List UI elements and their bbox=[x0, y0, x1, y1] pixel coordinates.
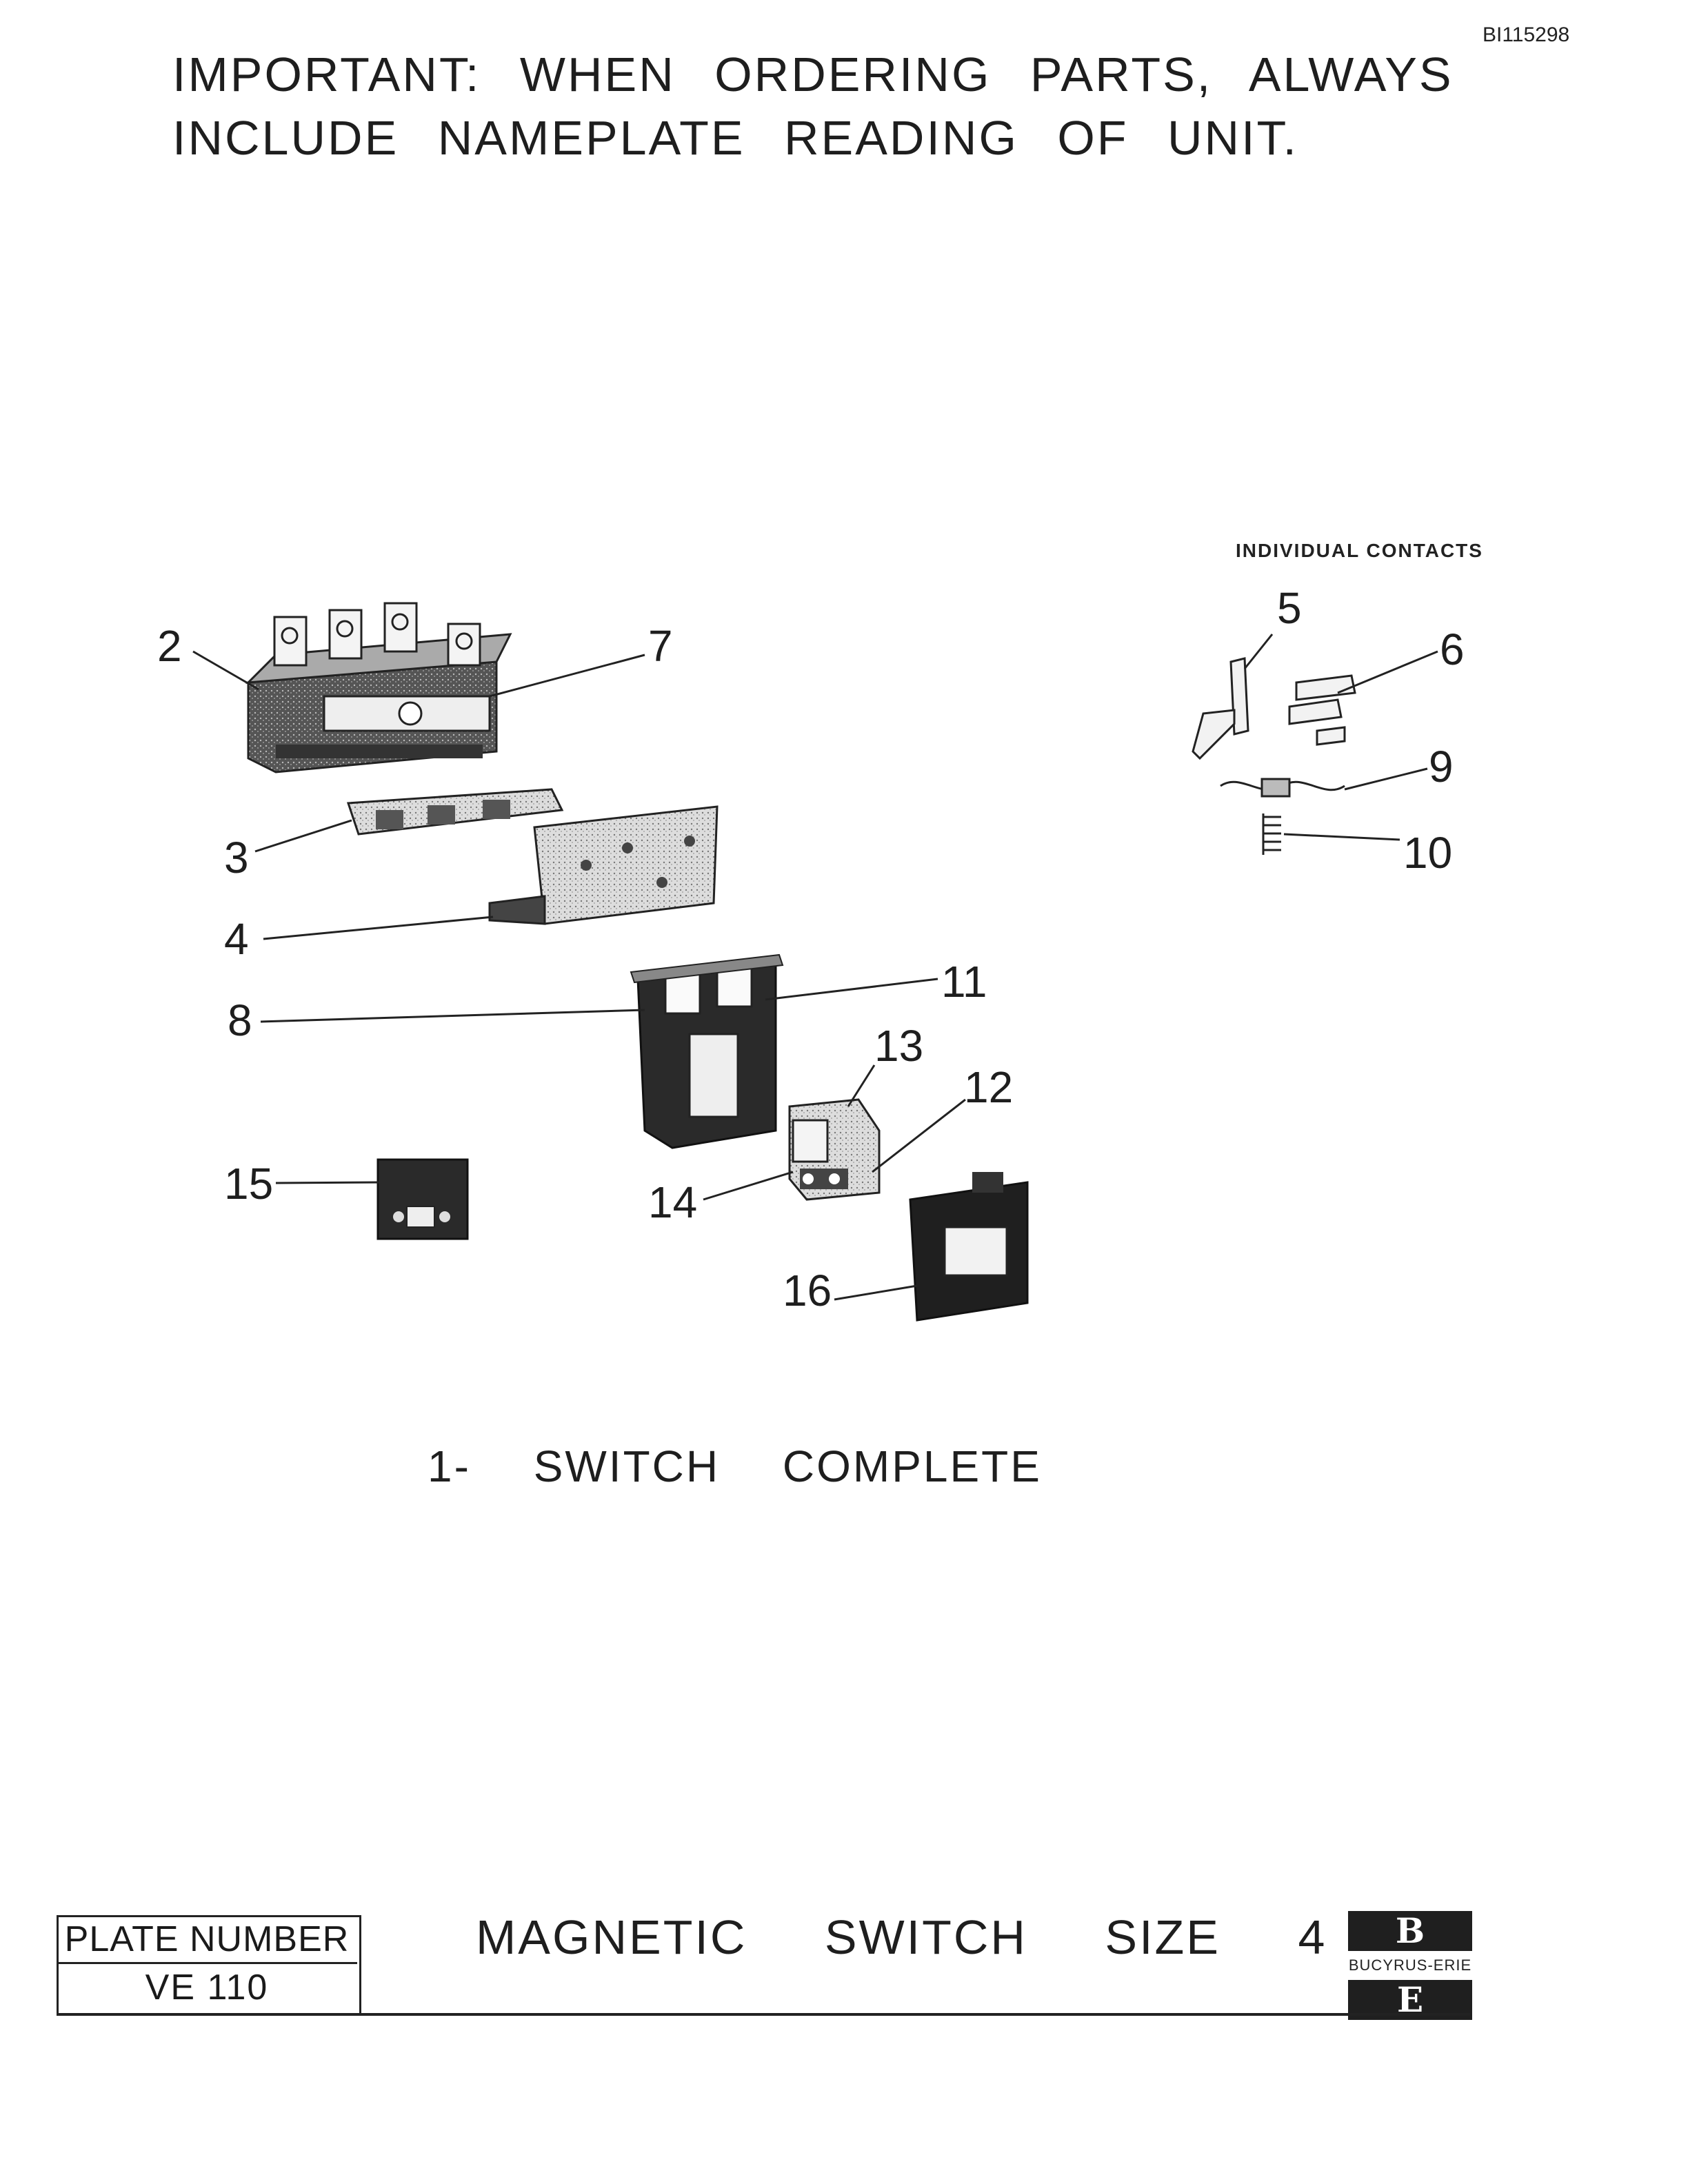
callout-4: 4 bbox=[224, 914, 249, 964]
logo-company-name: BUCYRUS-ERIE bbox=[1348, 1957, 1472, 1974]
logo-b-block: B bbox=[1348, 1911, 1472, 1951]
document-title: MAGNETIC SWITCH SIZE 4 bbox=[476, 1910, 1327, 1964]
callout-13: 13 bbox=[874, 1021, 924, 1071]
ordering-notice-line-2: INCLUDE NAMEPLATE READING OF UNIT. bbox=[172, 111, 1299, 165]
callout-3: 3 bbox=[224, 833, 249, 882]
callout-15: 15 bbox=[224, 1159, 274, 1209]
individual-contacts-heading: INDIVIDUAL CONTACTS bbox=[1236, 540, 1483, 561]
callout-8: 8 bbox=[228, 995, 252, 1045]
contact-block-assembly-icon bbox=[245, 602, 512, 774]
callout-2: 2 bbox=[157, 621, 182, 671]
document-id: BI115298 bbox=[1483, 23, 1570, 46]
callout-5: 5 bbox=[1277, 583, 1302, 633]
callout-14: 14 bbox=[648, 1177, 698, 1227]
arc-box-icon bbox=[488, 805, 719, 925]
callout-7: 7 bbox=[648, 621, 673, 671]
switch-complete-caption: 1- SWITCH COMPLETE bbox=[428, 1442, 1042, 1491]
bucyrus-erie-logo: B BUCYRUS-ERIE E bbox=[1348, 1911, 1472, 2020]
plate-box-divider bbox=[57, 1962, 357, 1964]
plate-number-label: PLATE NUMBER bbox=[64, 1919, 350, 1959]
overload-relay-icon bbox=[788, 1098, 881, 1201]
callout-16: 16 bbox=[783, 1266, 832, 1315]
leader-lines bbox=[192, 634, 1438, 1301]
plate-number-value: VE 110 bbox=[145, 1968, 269, 2008]
magnet-frame-icon bbox=[630, 953, 784, 1149]
individual-contact-parts-icon bbox=[1192, 657, 1356, 798]
ordering-notice: IMPORTANT: WHEN ORDERING PARTS, ALWAYS I… bbox=[172, 43, 1454, 170]
callout-11: 11 bbox=[941, 957, 987, 1007]
bottom-rule bbox=[57, 2013, 1470, 2016]
arc-hood-icon bbox=[346, 788, 564, 836]
contact-spring-icon bbox=[1262, 813, 1281, 855]
callout-9: 9 bbox=[1429, 742, 1454, 791]
operating-coil-icon bbox=[909, 1172, 1029, 1322]
auxiliary-contact-icon bbox=[376, 1158, 469, 1240]
callout-12: 12 bbox=[964, 1062, 1014, 1112]
callout-6: 6 bbox=[1440, 625, 1465, 674]
callout-10: 10 bbox=[1403, 828, 1453, 878]
ordering-notice-line-1: IMPORTANT: WHEN ORDERING PARTS, ALWAYS bbox=[172, 48, 1454, 101]
